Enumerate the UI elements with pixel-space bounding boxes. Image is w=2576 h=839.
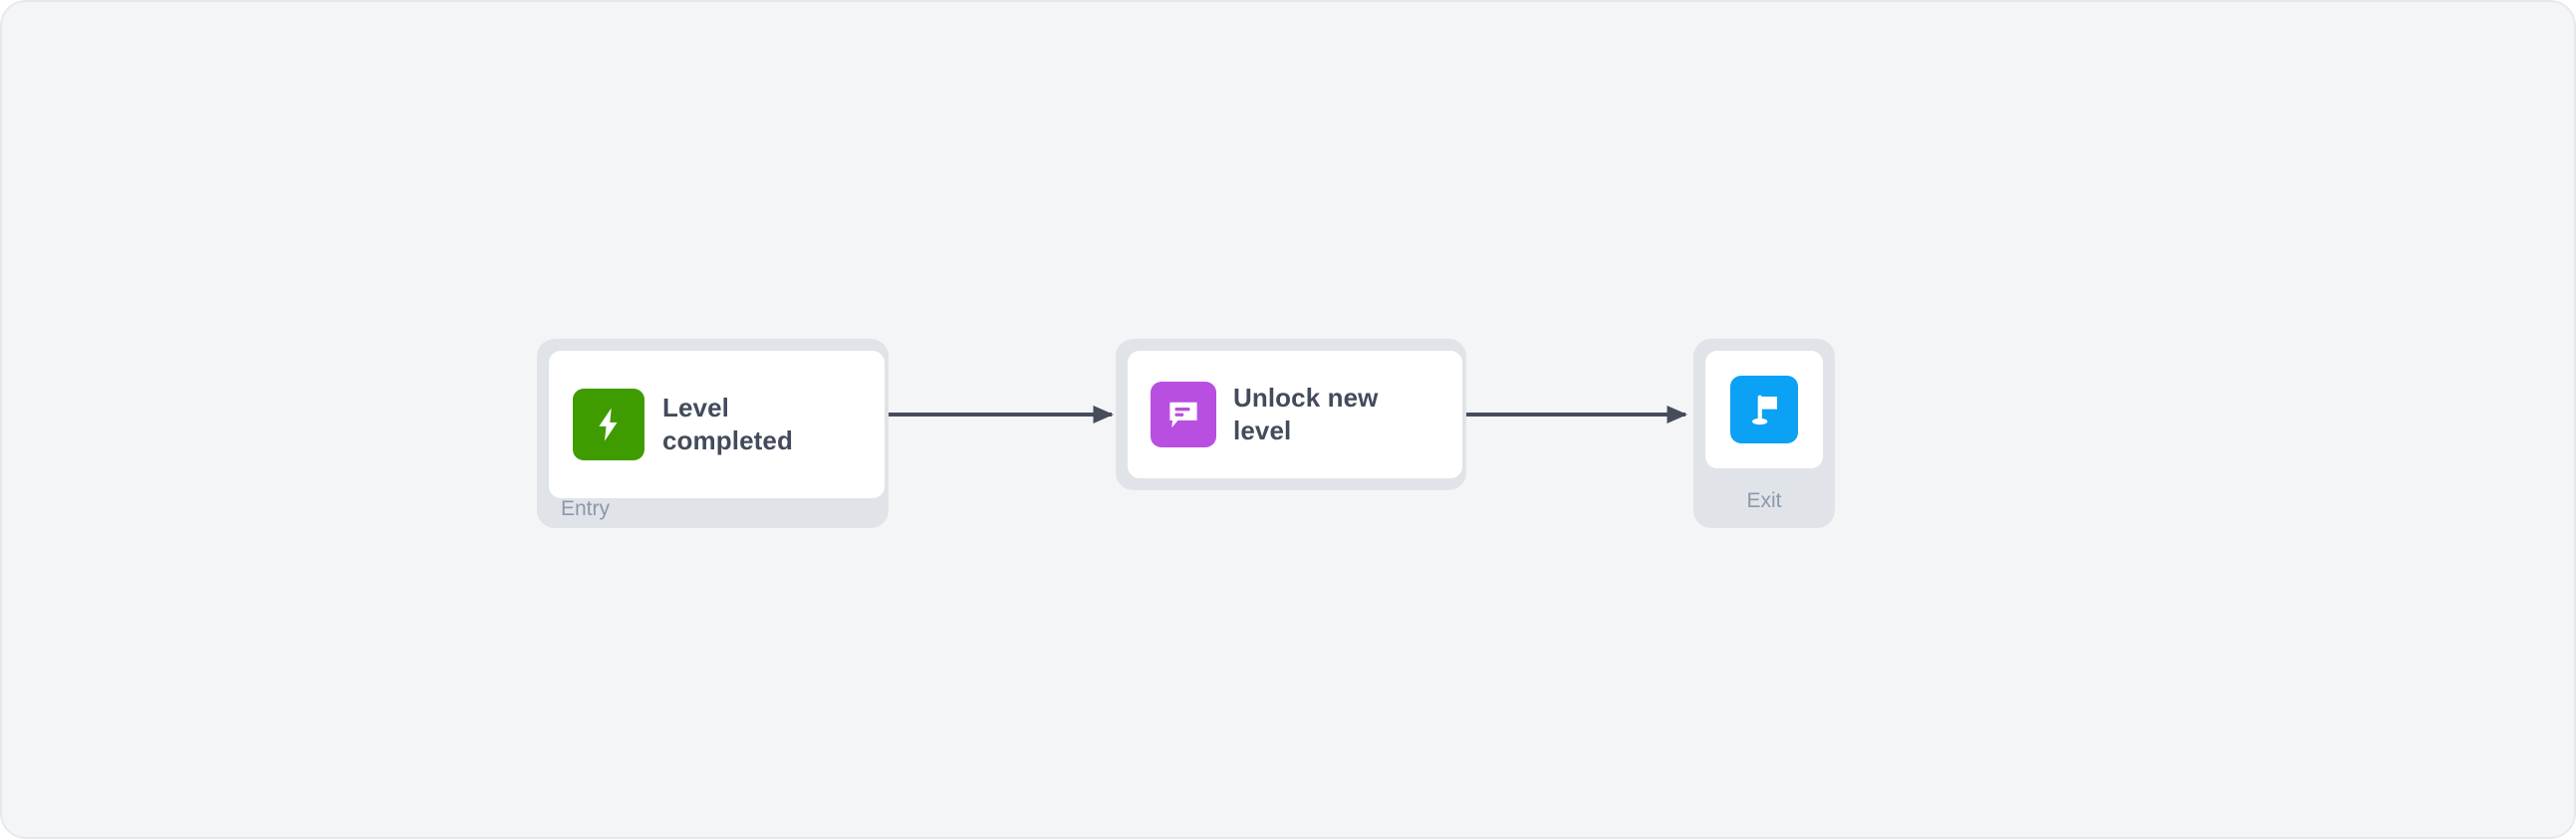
node-title-entry: Level completed (662, 392, 793, 455)
node-role-label-entry: Entry (561, 497, 611, 520)
node-card-action[interactable]: Unlock new level (1128, 351, 1462, 478)
connector-action-to-exit[interactable] (1437, 404, 1688, 425)
flag-icon (1730, 376, 1798, 443)
node-role-label-exit: Exit (1746, 489, 1782, 512)
flow-node-entry[interactable]: Level completed Entry (537, 339, 889, 528)
node-title-action: Unlock new level (1233, 382, 1379, 445)
node-card-entry[interactable]: Level completed (549, 351, 885, 498)
node-card-exit[interactable] (1705, 351, 1823, 468)
flow-node-exit[interactable]: Exit (1693, 339, 1835, 528)
message-bubble-icon (1151, 382, 1216, 447)
flow-node-action[interactable]: Unlock new level (1116, 339, 1466, 490)
connector-entry-to-action[interactable] (860, 404, 1115, 425)
lightning-bolt-icon (573, 389, 644, 460)
